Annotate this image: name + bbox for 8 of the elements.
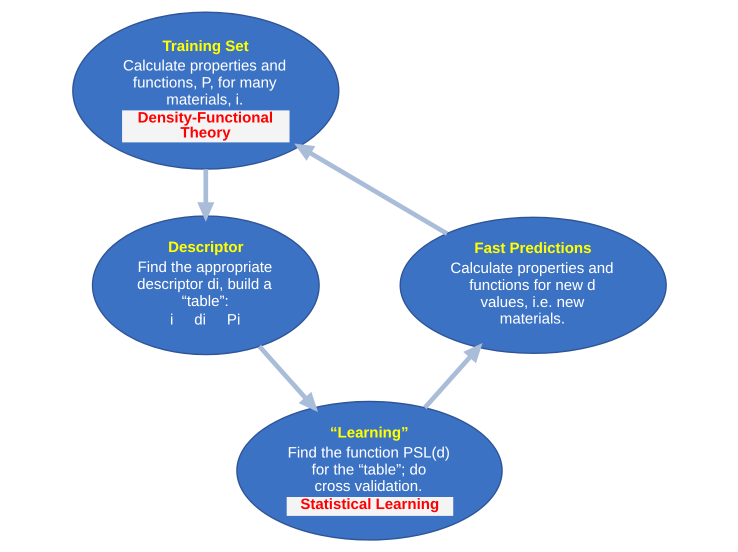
arrow <box>257 344 318 412</box>
node-ellipse: “Learning” Find the function PSL(d) for the “table”; do cross validation. Statistical Learning <box>236 400 502 541</box>
arrow <box>294 144 448 236</box>
node-ellipse: Training Set Calculate properties and functions, P, for many materials, i. Density-Functional Theory <box>72 11 339 170</box>
node-ellipse: Fast Predictions Calculate properties and functions for new d values, i.e. new materials. <box>399 216 666 354</box>
arrow <box>196 169 214 222</box>
node-ellipse: Descriptor Find the appropriate descriptor di, build a “table”: i di Pi <box>91 215 320 356</box>
arrow <box>422 342 482 410</box>
